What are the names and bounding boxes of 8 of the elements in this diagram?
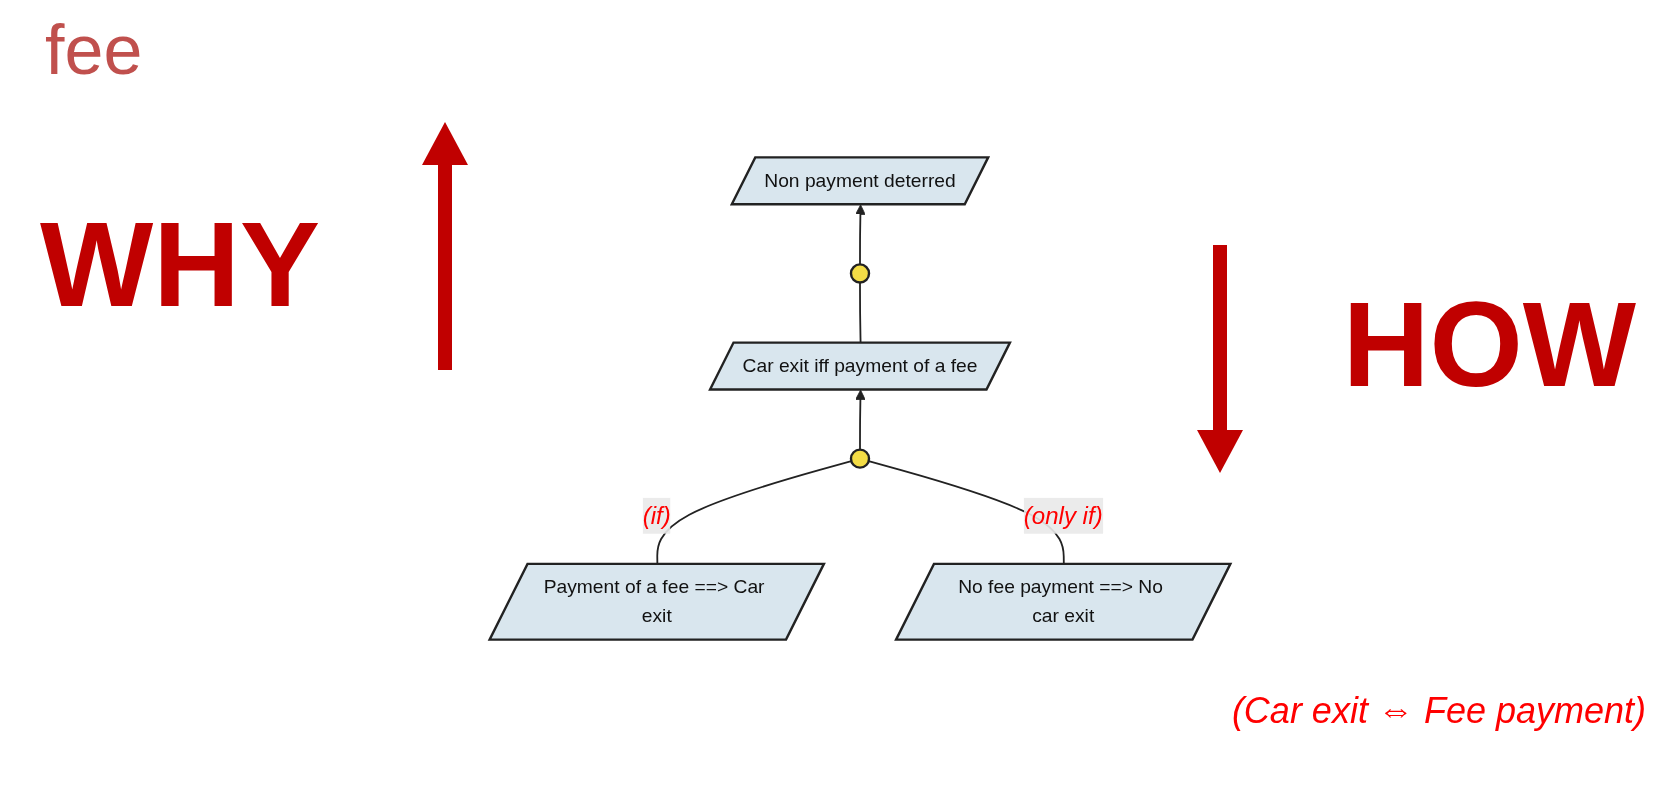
why-label: WHY	[40, 196, 320, 333]
node-circle	[849, 263, 871, 284]
title: fee	[45, 10, 143, 90]
how-label: HOW	[1342, 276, 1636, 413]
edge-label: (if)	[642, 502, 671, 529]
edge-label: (only if)	[1023, 502, 1103, 529]
note: (Car exit ⇔ Fee payment)	[1231, 690, 1646, 732]
node-circle	[849, 448, 871, 469]
